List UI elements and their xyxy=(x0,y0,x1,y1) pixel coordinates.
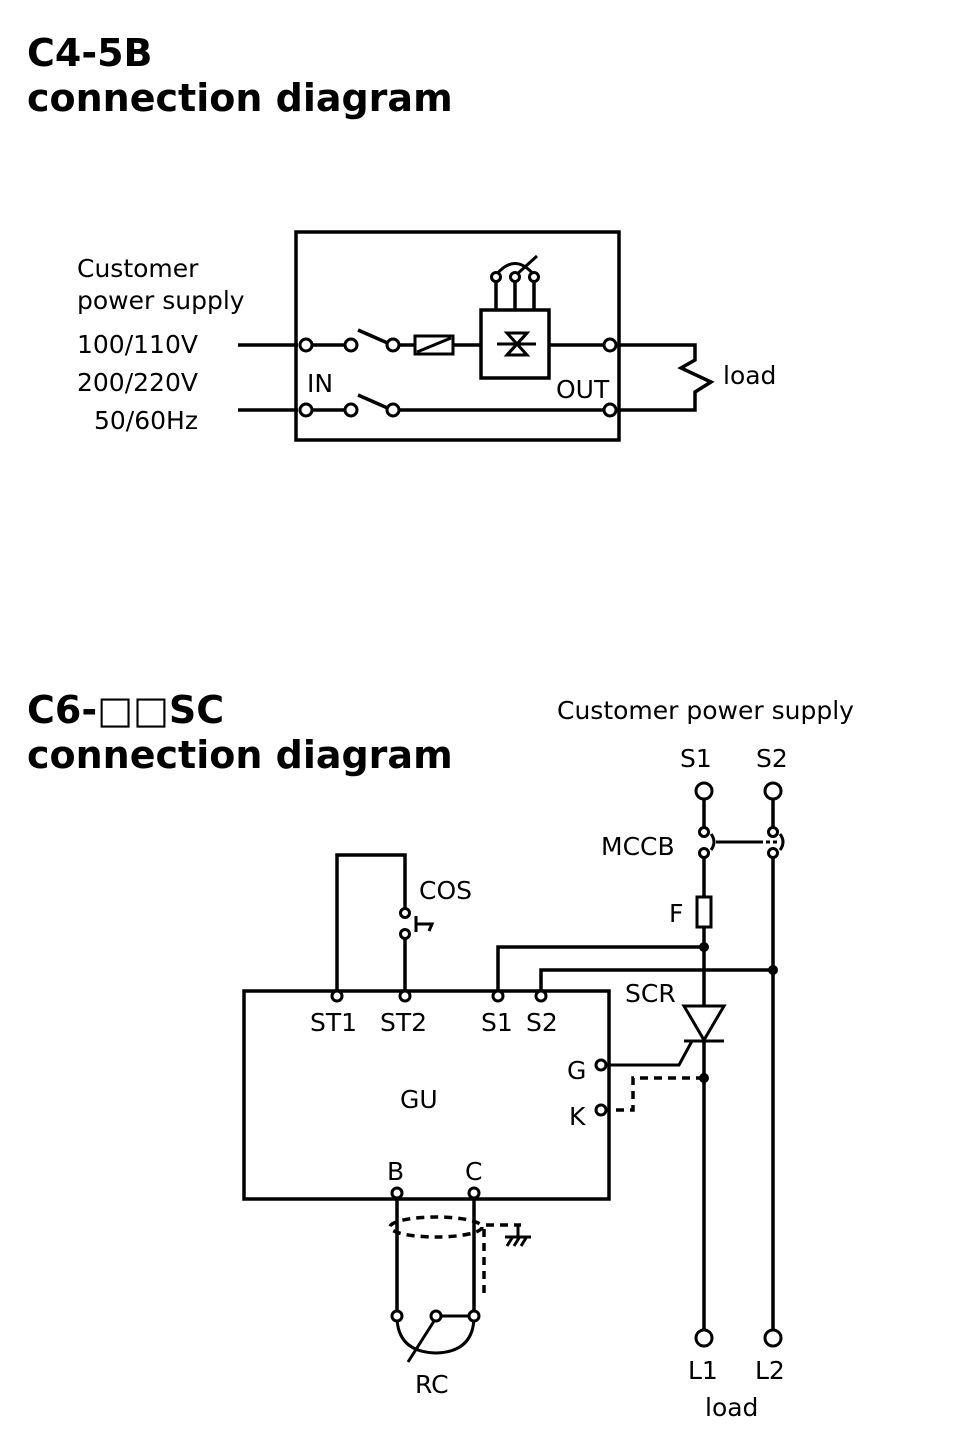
load-terminal-l2 xyxy=(763,1328,783,1348)
mccb-s1-contact-top xyxy=(698,826,710,838)
gu-label: GU xyxy=(400,1085,438,1114)
c6-sc-diagram: C6-□□SC connection diagram Customer powe… xyxy=(27,688,854,1422)
supply-label-line1: Customer xyxy=(77,254,199,283)
mccb-label: MCCB xyxy=(601,832,675,861)
gu-s2-label: S2 xyxy=(526,1008,558,1037)
terminal-c xyxy=(467,1186,481,1200)
terminal-g xyxy=(594,1058,608,1072)
terminal-st2 xyxy=(398,989,412,1003)
s2-label: S2 xyxy=(756,744,788,773)
diagram1-title-line2: connection diagram xyxy=(27,76,453,120)
fuse-icon xyxy=(695,895,713,929)
c4-5b-diagram: C4-5B connection diagram Customer power … xyxy=(27,31,776,442)
out-label: OUT xyxy=(556,375,610,404)
terminal-k xyxy=(594,1103,608,1117)
in-label: IN xyxy=(307,369,333,398)
sense-wire-s1 xyxy=(496,945,704,991)
c-label: C xyxy=(465,1157,482,1186)
st2-label: ST2 xyxy=(380,1008,427,1037)
s1-label: S1 xyxy=(680,744,712,773)
diagram1-title-line1: C4-5B xyxy=(27,31,153,75)
st1-label: ST1 xyxy=(310,1008,357,1037)
terminal-st1 xyxy=(330,989,344,1003)
load-resistor-icon xyxy=(616,343,715,412)
load-label: load xyxy=(723,361,776,390)
terminal-b xyxy=(390,1186,404,1200)
frequency-label: 50/60Hz xyxy=(94,406,198,435)
l2-label: L2 xyxy=(755,1356,785,1385)
load-label: load xyxy=(705,1393,758,1422)
g-label: G xyxy=(567,1056,586,1085)
terminal-gu-s2 xyxy=(534,989,548,1003)
voltage-label-2: 200/220V xyxy=(77,368,198,397)
load-terminal-l1 xyxy=(694,1328,714,1348)
k-label: K xyxy=(569,1102,586,1131)
shield-ground-wire xyxy=(482,1223,521,1293)
sense-wire-s2 xyxy=(539,968,773,991)
supply-terminal-s2 xyxy=(763,781,783,801)
gate-unit-box xyxy=(242,989,611,1201)
potentiometer-icon xyxy=(494,262,536,276)
controller-enclosure xyxy=(294,230,621,442)
out-terminal-1 xyxy=(602,337,618,353)
mccb-s1-contact-bottom xyxy=(698,847,710,859)
supply-label-line2: power supply xyxy=(77,286,245,315)
rc-label: RC xyxy=(415,1370,449,1399)
triac-icon xyxy=(497,331,536,357)
mccb-s2-contact-top xyxy=(767,826,779,838)
cos-wire xyxy=(335,853,407,991)
shield-icon xyxy=(388,1215,484,1239)
voltage-label-1: 100/110V xyxy=(77,330,198,359)
cathode-sense-wire xyxy=(607,1076,704,1112)
l1-label: L1 xyxy=(688,1356,718,1385)
cos-contact-top xyxy=(399,907,411,919)
fuse-label: F xyxy=(669,899,683,928)
scr-label: SCR xyxy=(625,979,676,1008)
diagram2-title-line1: C6-□□SC xyxy=(27,688,224,732)
gu-s1-label: S1 xyxy=(481,1008,513,1037)
terminal-gu-s1 xyxy=(491,989,505,1003)
in-terminal-2 xyxy=(298,402,314,418)
ground-icon xyxy=(505,1235,531,1247)
diagram2-title-line2: connection diagram xyxy=(27,733,453,777)
b-label: B xyxy=(387,1157,404,1186)
cos-contact-bottom xyxy=(399,928,411,940)
cos-label: COS xyxy=(419,876,472,905)
out-terminal-2 xyxy=(602,402,618,418)
in-terminal-1 xyxy=(298,337,314,353)
scr-icon xyxy=(607,1004,727,1330)
supply-terminal-s1 xyxy=(694,781,714,801)
rc-potentiometer-icon xyxy=(395,1315,476,1355)
supply-label: Customer power supply xyxy=(557,696,854,725)
mccb-s2-contact-bottom xyxy=(767,847,779,859)
